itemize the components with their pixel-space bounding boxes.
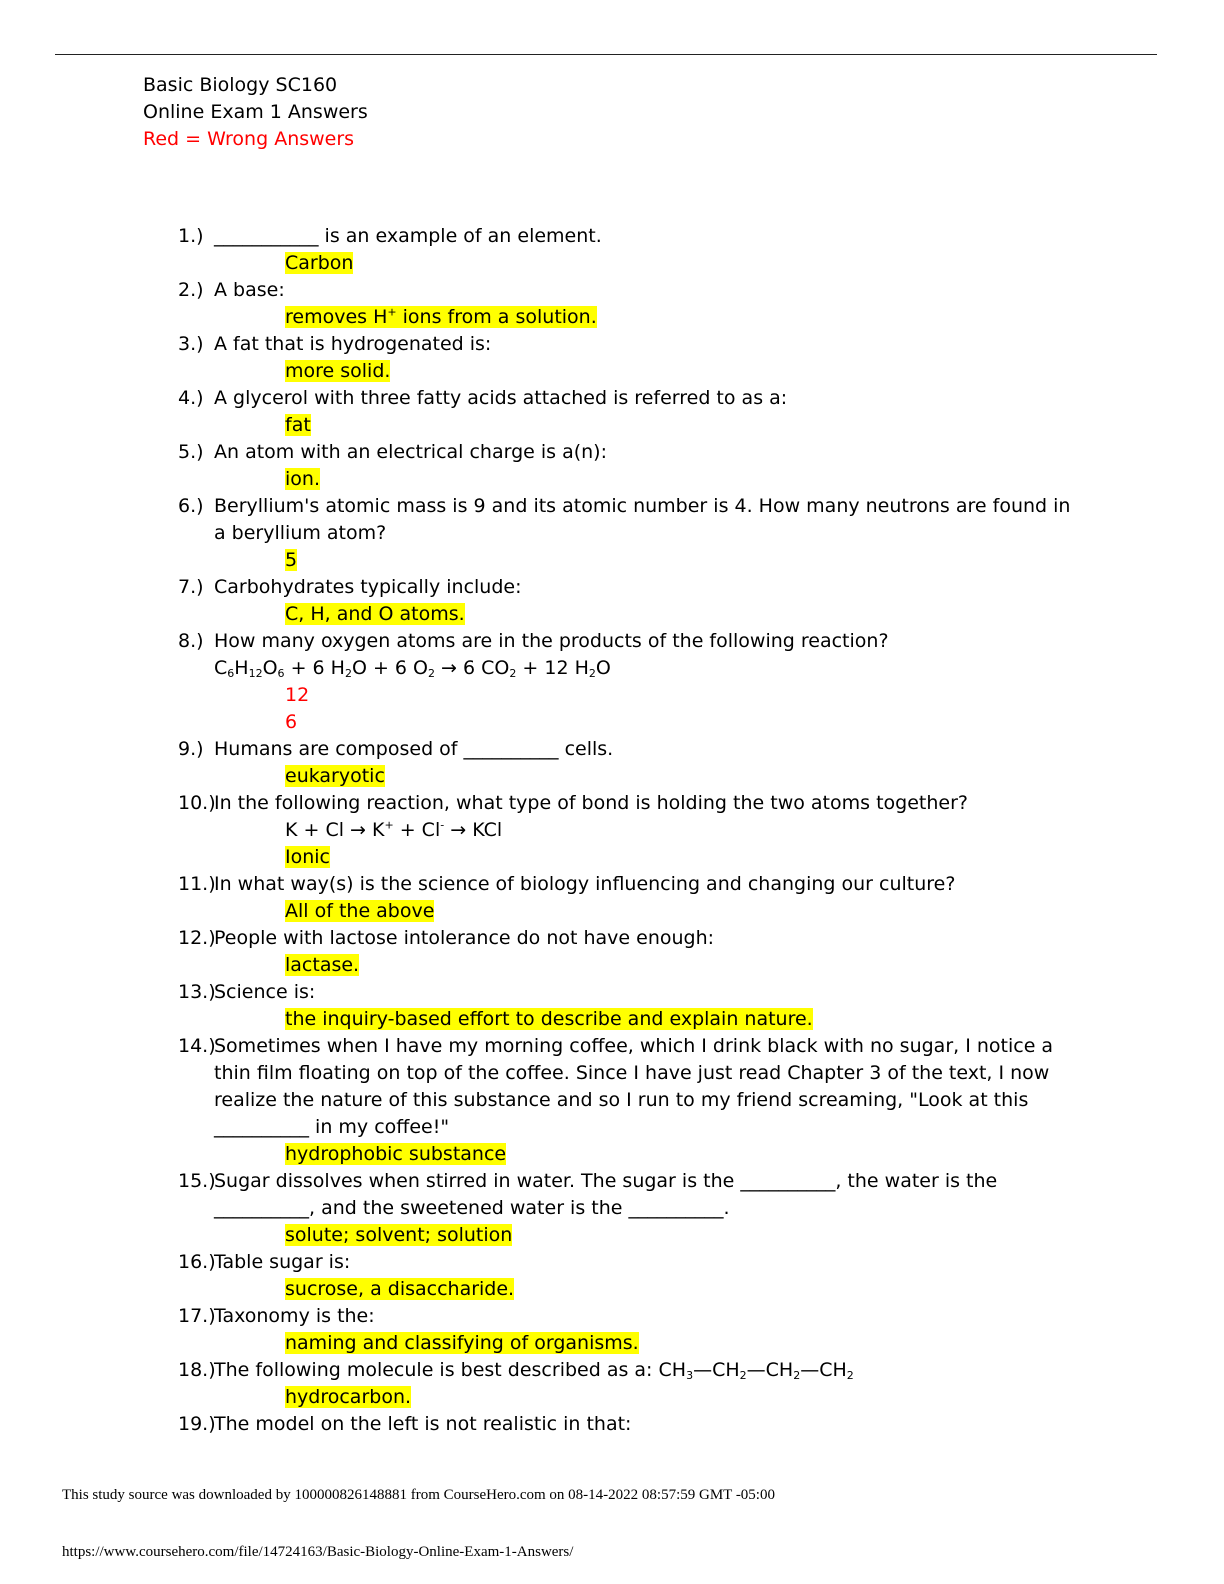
legend-wrong-answers: Red = Wrong Answers	[143, 128, 355, 150]
answer-6: 5	[285, 549, 298, 571]
question-11: 11.) In what way(s) is the science of bi…	[178, 873, 956, 895]
question-list: 1.) ___________ is an example of an elem…	[178, 223, 1078, 1438]
wrong-answer-8b: 6	[285, 711, 298, 733]
answer-5: ion.	[285, 468, 320, 490]
question-15: 15.) Sugar dissolves when stirred in wat…	[178, 1170, 998, 1219]
question-6: 6.) Beryllium's atomic mass is 9 and its…	[178, 495, 1071, 544]
question-19: 19.) The model on the left is not realis…	[178, 1413, 632, 1435]
answer-11: All of the above	[285, 900, 435, 922]
wrong-answer-8a: 12	[285, 684, 310, 706]
top-rule	[55, 54, 1157, 55]
answer-14: hydrophobic substance	[285, 1143, 507, 1165]
answer-4: fat	[285, 414, 311, 436]
answer-3: more solid.	[285, 360, 391, 382]
question-2: 2.) A base:	[178, 279, 285, 301]
answer-9: eukaryotic	[285, 765, 385, 787]
answer-10: Ionic	[285, 846, 330, 868]
question-4: 4.) A glycerol with three fatty acids at…	[178, 387, 788, 409]
question-17: 17.) Taxonomy is the:	[178, 1305, 375, 1327]
answer-2: removes H+ ions from a solution.	[285, 305, 597, 328]
molecule-formula-18: CH3—CH2—CH2—CH2	[658, 1359, 854, 1382]
answer-1: Carbon	[285, 252, 354, 274]
question-16: 16.) Table sugar is:	[178, 1251, 351, 1273]
answer-15: solute; solvent; solution	[285, 1224, 513, 1246]
answer-13: the inquiry-based effort to describe and…	[285, 1008, 813, 1030]
reaction-equation-8: C6H12O6 + 6 H2O + 6 O2 → 6 CO2 + 12 H2O	[214, 657, 611, 680]
answer-18: hydrocarbon.	[285, 1386, 412, 1408]
answer-12: lactase.	[285, 954, 360, 976]
question-7: 7.) Carbohydrates typically include:	[178, 576, 522, 598]
reaction-equation-10: K + Cl → K+ + Cl- → KCl	[285, 818, 503, 841]
url-footer[interactable]: https://www.coursehero.com/file/14724163…	[62, 1544, 574, 1560]
course-title: Basic Biology SC160	[143, 74, 338, 96]
question-13: 13.) Science is:	[178, 981, 316, 1003]
exam-title: Online Exam 1 Answers	[143, 101, 368, 123]
answer-16: sucrose, a disaccharide.	[285, 1278, 515, 1300]
question-9: 9.) Humans are composed of __________ ce…	[178, 738, 614, 760]
question-10: 10.) In the following reaction, what typ…	[178, 792, 968, 814]
question-18: 18.) The following molecule is best desc…	[178, 1359, 854, 1382]
question-14: 14.) Sometimes when I have my morning co…	[178, 1035, 1054, 1138]
answer-17: naming and classifying of organisms.	[285, 1332, 639, 1354]
question-8: 8.) How many oxygen atoms are in the pro…	[178, 630, 889, 652]
question-12: 12.) People with lactose intolerance do …	[178, 927, 715, 949]
source-footer: This study source was downloaded by 1000…	[62, 1487, 775, 1503]
answer-7: C, H, and O atoms.	[285, 603, 465, 625]
document-header: Basic Biology SC160 Online Exam 1 Answer…	[143, 72, 368, 153]
question-3: 3.) A fat that is hydrogenated is:	[178, 333, 492, 355]
question-1: 1.) ___________ is an example of an elem…	[178, 225, 602, 247]
question-5: 5.) An atom with an electrical charge is…	[178, 441, 607, 463]
